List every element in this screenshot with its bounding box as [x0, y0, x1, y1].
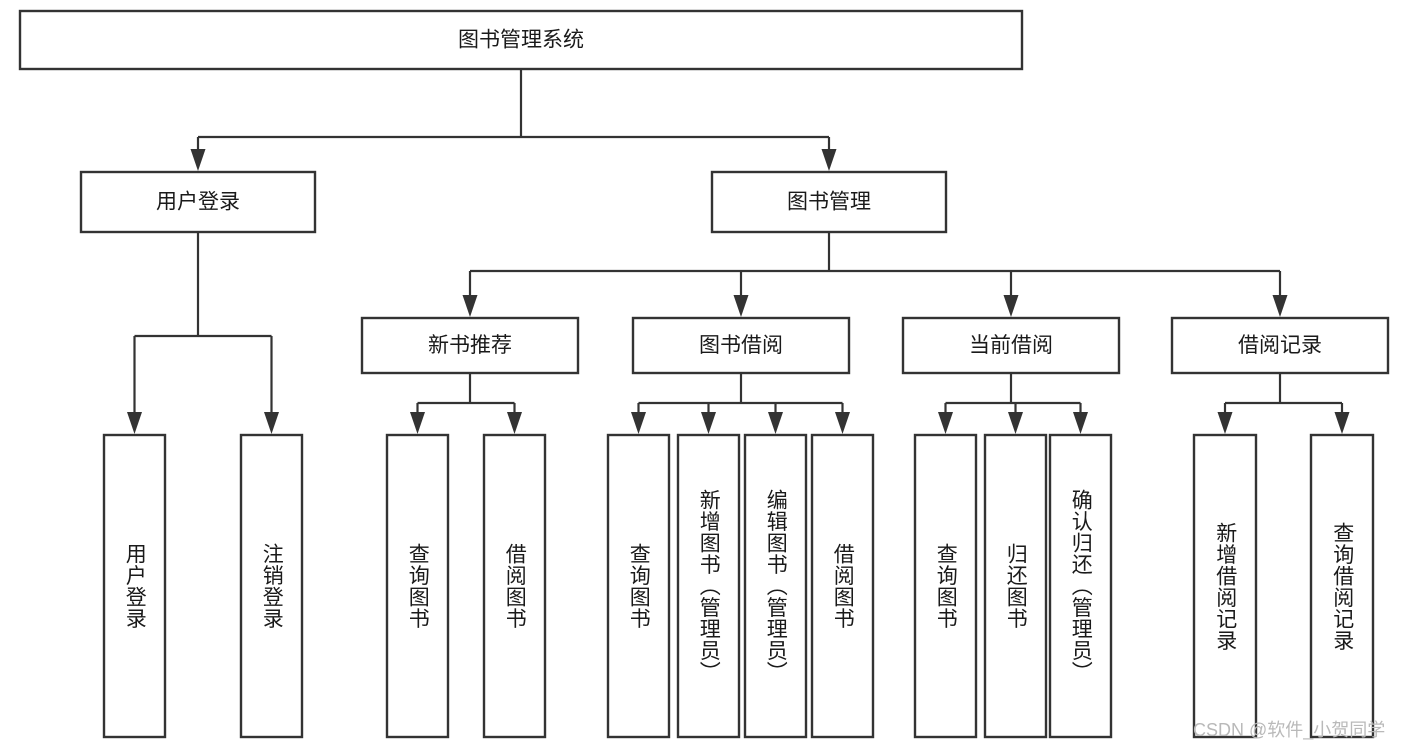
node-label-root: 图书管理系统	[458, 29, 584, 52]
node-box-book-manage[interactable]	[710, 170, 948, 234]
node-box-leaf-query-book-1[interactable]	[385, 433, 450, 739]
arrow-head-leaf-return-book	[1008, 412, 1023, 434]
node-box-leaf-user-logout[interactable]	[239, 433, 304, 739]
boxes-layer	[18, 9, 1390, 739]
node-box-new-book-rec[interactable]	[360, 316, 580, 375]
node-box-leaf-query-book-2[interactable]	[606, 433, 671, 739]
node-label-borrow-record: 借阅记录	[1238, 334, 1322, 357]
csdn-watermark: CSDN @软件_小贺同学	[1193, 720, 1386, 740]
arrow-head-current-borrow	[1003, 295, 1019, 317]
arrow-head-leaf-edit-book	[768, 412, 783, 434]
node-label-current-borrow: 当前借阅	[969, 334, 1053, 357]
arrow-head-leaf-query-book-2	[631, 412, 646, 434]
node-box-leaf-edit-book[interactable]	[743, 433, 808, 739]
node-label-book-borrow: 图书借阅	[699, 334, 783, 357]
node-box-leaf-add-record[interactable]	[1192, 433, 1258, 739]
node-box-user-login[interactable]	[79, 170, 317, 234]
node-box-current-borrow[interactable]	[901, 316, 1121, 375]
node-box-root[interactable]	[18, 9, 1024, 71]
node-box-leaf-borrow-book-1[interactable]	[482, 433, 547, 739]
node-box-book-borrow[interactable]	[631, 316, 851, 375]
node-box-leaf-add-book[interactable]	[676, 433, 741, 739]
arrow-head-leaf-borrow-book-1	[507, 412, 522, 434]
arrow-head-leaf-query-record	[1334, 412, 1350, 434]
node-label-user-login: 用户登录	[156, 191, 240, 214]
node-box-borrow-record[interactable]	[1170, 316, 1390, 375]
node-box-leaf-return-book[interactable]	[983, 433, 1048, 739]
node-box-leaf-confirm-return[interactable]	[1048, 433, 1113, 739]
node-box-leaf-user-login[interactable]	[102, 433, 167, 739]
arrow-head-book-borrow	[733, 295, 749, 317]
node-box-leaf-borrow-book-2[interactable]	[810, 433, 875, 739]
arrow-head-leaf-query-book-1	[410, 412, 425, 434]
arrow-head-leaf-user-login	[127, 412, 142, 434]
arrow-head-borrow-record	[1272, 295, 1288, 317]
arrow-head-book-manage	[821, 149, 837, 171]
arrow-head-leaf-add-record	[1217, 412, 1233, 434]
arrow-head-leaf-borrow-book-2	[835, 412, 850, 434]
arrow-head-user-login	[190, 149, 206, 171]
arrow-head-leaf-add-book	[701, 412, 716, 434]
node-box-leaf-query-book-3[interactable]	[913, 433, 978, 739]
arrow-head-leaf-confirm-return	[1073, 412, 1088, 434]
node-label-new-book-rec: 新书推荐	[428, 334, 512, 357]
edges-layer	[127, 69, 1350, 434]
node-label-book-manage: 图书管理	[787, 191, 871, 214]
arrow-head-leaf-user-logout	[264, 412, 279, 434]
arrow-head-leaf-query-book-3	[938, 412, 953, 434]
arrow-head-new-book-rec	[462, 295, 478, 317]
node-box-leaf-query-record[interactable]	[1309, 433, 1375, 739]
